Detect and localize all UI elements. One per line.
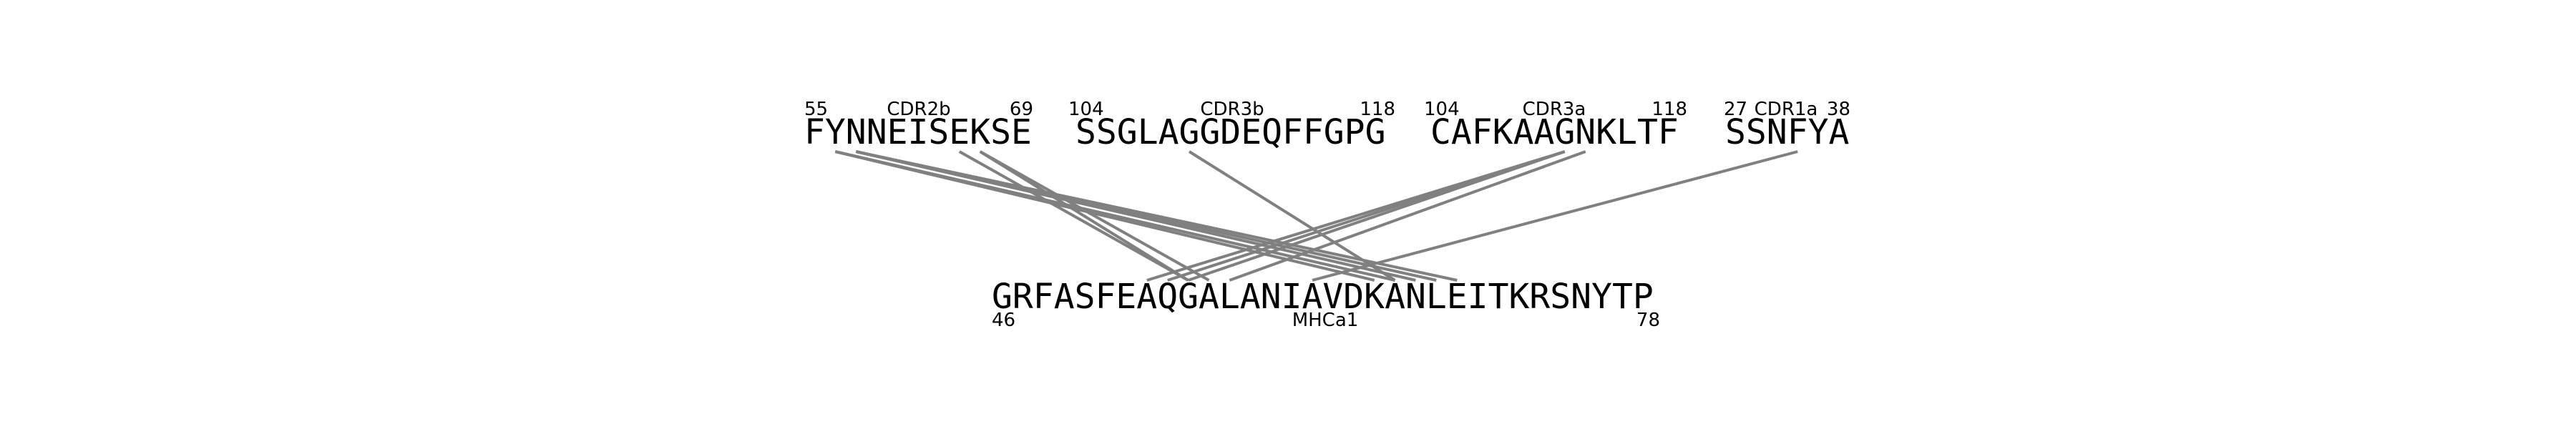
end-number-cdr3a: 118 (1652, 99, 1687, 120)
label-cdr1a: CDR1a (1755, 99, 1818, 120)
sequence-cdr3a: CAFKAAGNKLTF (1430, 112, 1679, 152)
contact-link-cdr3a-12 (1229, 150, 1586, 282)
end-number-cdr1a: 38 (1827, 99, 1850, 120)
contact-link-cdr2b-7 (979, 150, 1210, 282)
label-mhca1: MHCa1 (1292, 310, 1359, 331)
contact-links (834, 150, 1798, 282)
end-number-mhca1: 78 (1636, 310, 1660, 331)
contact-link-cdr2b-6 (979, 150, 1189, 282)
end-number-cdr2b: 69 (1010, 99, 1033, 120)
segment-cdr1a: SSNFYA 27 CDR1a 38 (1724, 99, 1850, 152)
sequence-cdr3b: SSGLAGGDEQFFGPG (1075, 112, 1385, 152)
contact-link-cdr1a-13 (1312, 150, 1798, 282)
contact-link-cdr3b-8 (1188, 150, 1396, 282)
contact-link-cdr2b-1 (834, 150, 1395, 282)
start-number-cdr2b: 55 (804, 99, 828, 120)
start-number-cdr3a: 104 (1424, 99, 1460, 120)
label-cdr3a: CDR3a (1523, 99, 1586, 120)
segment-mhca1: GRFASFEAQGALANIAVDKANLEITKRSNYTP 46 MHCa… (992, 277, 1660, 331)
segment-cdr3b: SSGLAGGDEQFFGPG 104 CDR3b 118 (1068, 99, 1395, 152)
end-number-cdr3b: 118 (1360, 99, 1395, 120)
start-number-cdr1a: 27 (1724, 99, 1747, 120)
contact-link-cdr2b-4 (855, 150, 1458, 282)
start-number-mhca1: 46 (992, 310, 1015, 331)
sequence-mhca1: GRFASFEAQGALANIAVDKANLEITKRSNYTP (992, 277, 1654, 317)
sequence-cdr1a: SSNFYA (1725, 112, 1849, 152)
label-cdr3b: CDR3b (1200, 99, 1264, 120)
label-cdr2b: CDR2b (887, 99, 950, 120)
contact-link-cdr3a-11 (1187, 150, 1566, 282)
contact-link-cdr2b-5 (958, 150, 1189, 282)
start-number-cdr3b: 104 (1068, 99, 1104, 120)
sequence-cdr2b: FYNNEISEKSE (804, 112, 1032, 152)
segment-cdr3a: CAFKAAGNKLTF 104 CDR3a 118 (1424, 99, 1687, 152)
segment-cdr2b: FYNNEISEKSE 55 CDR2b 69 (804, 99, 1033, 152)
